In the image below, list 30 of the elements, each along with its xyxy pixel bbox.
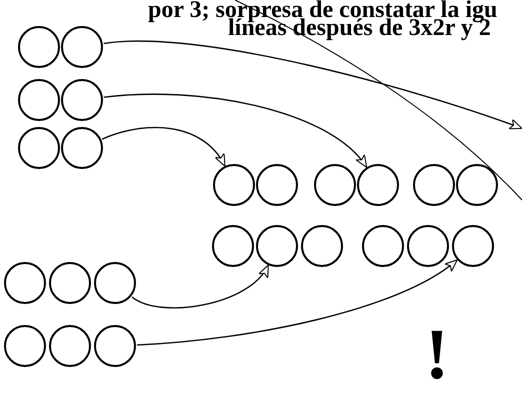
circle-shape [61, 127, 103, 169]
curved-arrow [132, 264, 269, 308]
circle-shape [94, 325, 136, 367]
curved-arrow [102, 126, 226, 167]
circle-shape [18, 127, 60, 169]
circle-shape [61, 26, 103, 68]
circle-shape [94, 262, 136, 304]
circle-shape [49, 325, 91, 367]
circle-shape [407, 225, 449, 267]
circle-shape [413, 164, 455, 206]
circle-shape [301, 225, 343, 267]
circle-shape [61, 79, 103, 121]
circle-shape [18, 26, 60, 68]
circle-shape [452, 225, 494, 267]
circle-shape [4, 325, 46, 367]
circle-shape [357, 164, 399, 206]
exclamation-mark: ! [425, 318, 449, 390]
circle-shape [49, 262, 91, 304]
circle-shape [256, 164, 298, 206]
curved-arrow [136, 259, 458, 346]
circle-shape [212, 225, 254, 267]
curved-arrow [104, 40, 522, 130]
circle-shape [314, 164, 356, 206]
curved-arrow [104, 94, 368, 168]
circle-shape [18, 79, 60, 121]
circle-shape [256, 225, 298, 267]
circle-shape [456, 164, 498, 206]
circle-shape [4, 262, 46, 304]
circle-shape [213, 164, 255, 206]
circle-shape [362, 225, 404, 267]
